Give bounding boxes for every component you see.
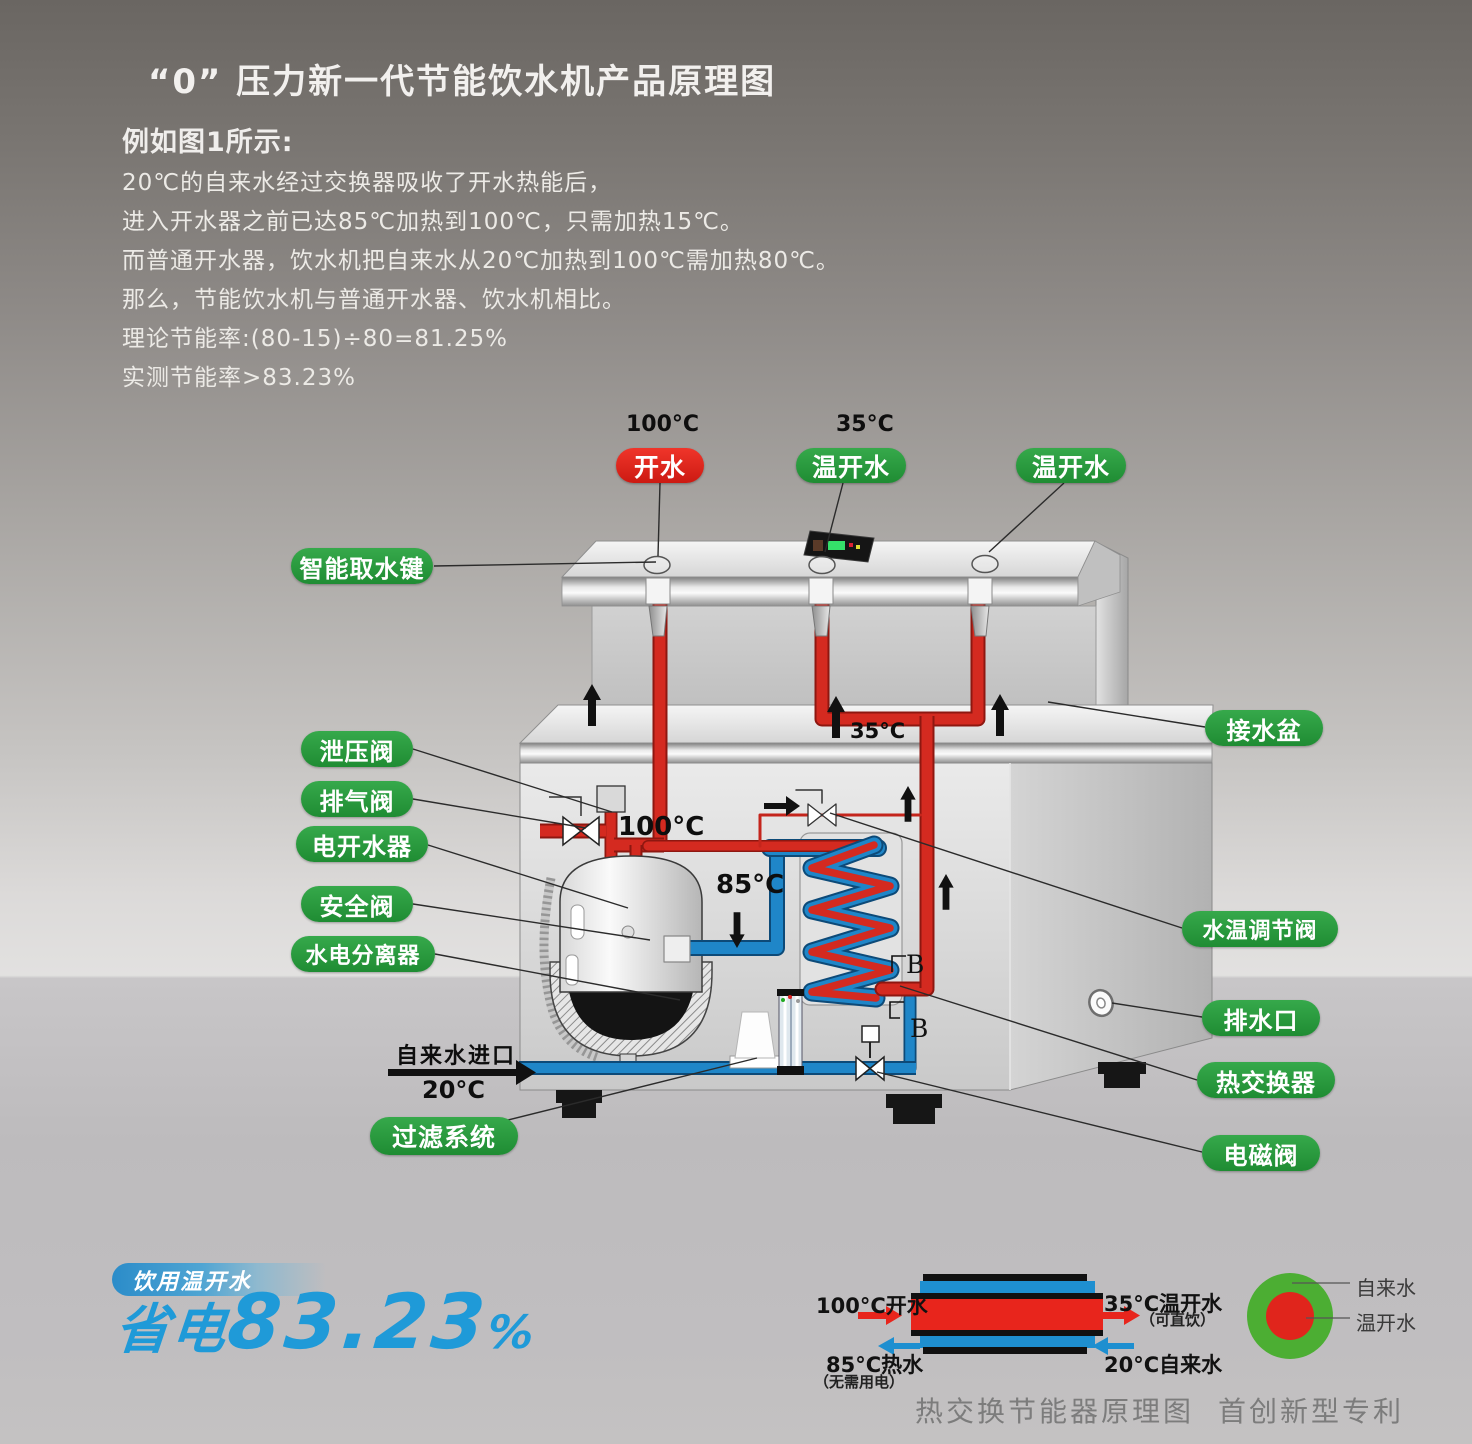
anno-inlet-temp: 20°C xyxy=(422,1076,486,1104)
paragraph-line: 20℃的自来水经过交换器吸收了开水热能后， xyxy=(122,170,613,196)
tank-strap xyxy=(539,877,602,1063)
label-temp-adjust-valve: 水温调节阀 xyxy=(1182,911,1338,947)
anno-temp-85: 85°C xyxy=(716,870,785,900)
label-electric-boiler: 电开水器 xyxy=(296,826,428,862)
faucet-nozzle-2 xyxy=(811,605,831,637)
savings-tagline-bar: 饮用温开水 xyxy=(112,1263,326,1296)
exchanger-caption: 热交换节能器原理图 xyxy=(915,1395,1195,1428)
label-filter-system: 过滤系统 xyxy=(370,1117,518,1155)
anno-point-b2: B xyxy=(910,1014,929,1043)
heat-exchanger-coil xyxy=(642,716,935,1075)
faucet-nozzle-1 xyxy=(648,605,668,637)
label-heat-exchanger: 热交换器 xyxy=(1197,1062,1335,1098)
flow-arrows xyxy=(388,684,1009,1085)
cold-in-arrow xyxy=(1092,1337,1134,1355)
label-hydro-separator: 水电分离器 xyxy=(291,936,435,972)
paragraph-line: 理论节能率:(80-15)÷80=81.25% xyxy=(122,326,509,352)
display-panel xyxy=(803,530,875,563)
exchanger-warm-out: 35°C温开水 xyxy=(1104,1292,1223,1316)
patent-caption: 首创新型专利 xyxy=(1218,1395,1405,1428)
savings-tagline: 饮用温开水 xyxy=(132,1269,253,1295)
label-solenoid-valve: 电磁阀 xyxy=(1202,1135,1320,1171)
savings-value: 83.23 xyxy=(224,1277,493,1366)
savings-unit: % xyxy=(485,1305,537,1359)
label-relief-valve: 泄压阀 xyxy=(301,731,413,767)
anno-temp-100: 100°C xyxy=(618,812,705,842)
exchanger-warm-out-note: （可直饮） xyxy=(1140,1311,1216,1329)
label-drain-outlet: 排水口 xyxy=(1202,1000,1320,1036)
relief-valve-body xyxy=(562,815,583,847)
label-warm-water-2: 温开水 xyxy=(1016,448,1126,483)
label-drip-tray: 接水盆 xyxy=(1205,710,1323,746)
label-boiling-water: 开水 xyxy=(616,448,704,483)
anno-temp-35: 35°C xyxy=(850,719,906,743)
callout-lines xyxy=(412,482,1206,1153)
faucets xyxy=(645,577,993,637)
paragraph-line: 而普通开水器，饮水机把自来水从20℃加热到100℃需加热80℃。 xyxy=(122,248,840,274)
exchanger-mini-diagram xyxy=(858,1274,1140,1355)
outlet-temp-boiling: 100°C xyxy=(626,412,700,437)
temp-adjust-valve-body xyxy=(807,803,823,827)
dispenser-top-unit xyxy=(560,530,1129,713)
heat-return-arrow xyxy=(878,1337,920,1355)
intro-paragraph: 20℃的自来水经过交换器吸收了开水热能后， 进入开水器之前已达85℃加热到100… xyxy=(122,164,840,398)
page-subtitle: 例如图1所示: xyxy=(122,127,294,158)
section-markers xyxy=(889,955,906,1019)
filter-assembly xyxy=(729,989,804,1075)
anno-point-b1: B xyxy=(906,950,925,979)
counter-end-cap xyxy=(1077,540,1121,607)
exchanger-hot-in: 100°C开水 xyxy=(816,1294,928,1318)
exchanger-heat-return: 85°C热水 xyxy=(826,1353,924,1377)
solenoid-valve-body xyxy=(855,1025,885,1082)
faucet-nozzle-3 xyxy=(970,605,990,637)
dispense-pipes xyxy=(652,604,986,848)
paragraph-line: 那么，节能饮水机与普通开水器、饮水机相比。 xyxy=(122,287,626,313)
drain-hole xyxy=(1088,988,1114,1018)
tank-inlet-fitting xyxy=(663,935,691,963)
paragraph-line: 进入开水器之前已达85℃加热到100℃，只需加热15℃。 xyxy=(122,209,744,235)
page-title: “0” 压力新一代节能饮水机产品原理图 xyxy=(148,62,777,102)
water-button-1 xyxy=(643,555,671,575)
patent-legend-tap: 自来水 xyxy=(1356,1276,1416,1300)
label-safety-valve: 安全阀 xyxy=(301,886,413,922)
savings-prefix: 省电 xyxy=(112,1298,231,1361)
cabinet-top-band xyxy=(519,742,1213,764)
label-exhaust-valve: 排气阀 xyxy=(301,781,413,817)
patent-legend-warm: 温开水 xyxy=(1356,1311,1416,1335)
warm-out-arrow xyxy=(1096,1306,1140,1325)
inlet-arrow xyxy=(388,1060,536,1085)
exchanger-cold-in: 20°C自来水 xyxy=(1104,1353,1223,1377)
back-panel xyxy=(591,605,1097,713)
paragraph-line: 实测节能率>83.23% xyxy=(122,365,356,391)
anno-inlet-label: 自来水进口 xyxy=(396,1044,517,1069)
water-button-3 xyxy=(971,554,999,574)
outlet-temp-warm: 35°C xyxy=(836,412,894,437)
savings-headline: 省电 83.23 % xyxy=(112,1277,538,1366)
patent-cross-section xyxy=(1247,1273,1350,1359)
water-button-2 xyxy=(808,555,836,575)
exchanger-heat-return-note: （无需用电） xyxy=(814,1373,905,1391)
label-smart-key: 智能取水键 xyxy=(291,548,433,584)
hot-in-arrow xyxy=(858,1306,902,1325)
label-warm-water-1: 温开水 xyxy=(796,448,906,483)
